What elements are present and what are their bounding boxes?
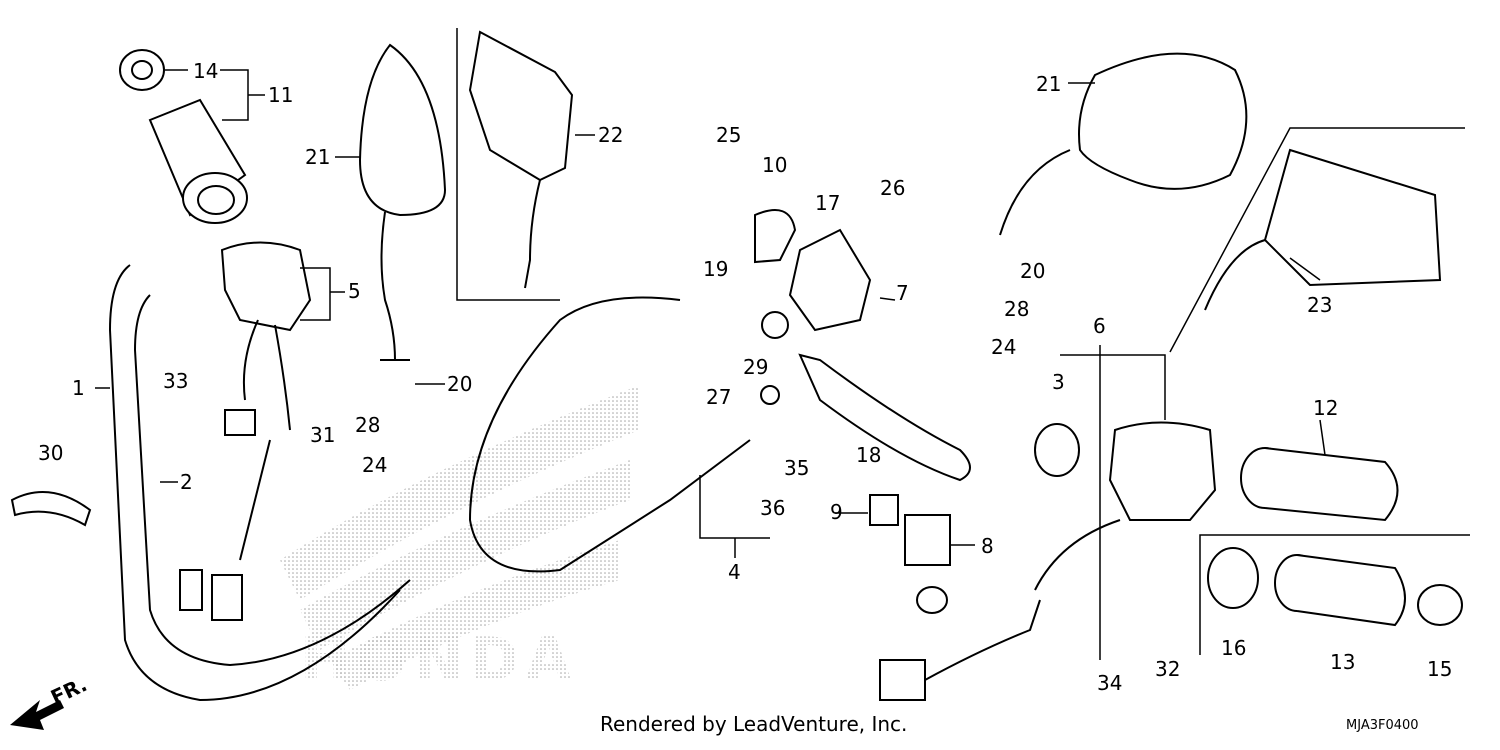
callout-23: 23 — [1307, 293, 1332, 317]
callout-18: 18 — [856, 443, 881, 467]
callout-5: 5 — [348, 279, 361, 303]
callout-20-right: 20 — [1020, 259, 1045, 283]
callout-33: 33 — [163, 369, 188, 393]
callout-34: 34 — [1097, 671, 1122, 695]
right-mirror-21 — [999, 52, 1248, 236]
callout-21-right: 21 — [1036, 72, 1061, 96]
callout-35: 35 — [784, 456, 809, 480]
clutch-cable-4 — [468, 296, 751, 573]
callout-12: 12 — [1313, 396, 1338, 420]
left-switch-5 — [179, 241, 312, 621]
front-label: FR. — [47, 672, 91, 709]
mirror-22 — [468, 30, 574, 289]
band-30 — [10, 491, 92, 527]
throttle-grip-11 — [119, 49, 248, 224]
callout-15: 15 — [1427, 657, 1452, 681]
callout-4: 4 — [728, 560, 741, 584]
mirror-23 — [1204, 148, 1442, 311]
callout-29: 29 — [743, 355, 768, 379]
callout-2: 2 — [180, 470, 193, 494]
callout-6: 6 — [1093, 314, 1106, 338]
clutch-lever-assembly — [754, 209, 971, 482]
callout-7: 7 — [896, 281, 909, 305]
callout-3: 3 — [1052, 370, 1065, 394]
callout-1: 1 — [72, 376, 85, 400]
callout-14: 14 — [193, 59, 218, 83]
callout-9: 9 — [830, 500, 843, 524]
grips-right — [1207, 447, 1463, 627]
callout-26: 26 — [880, 176, 905, 200]
callout-20-left: 20 — [447, 372, 472, 396]
callout-22: 22 — [598, 123, 623, 147]
throttle-cables-1-2 — [108, 264, 411, 702]
callout-24-right: 24 — [991, 335, 1016, 359]
callout-32: 32 — [1155, 657, 1180, 681]
render-credit: Rendered by LeadVenture, Inc. — [600, 712, 908, 736]
diagram-code: MJA3F0400 — [1346, 718, 1419, 733]
callout-24-left: 24 — [362, 453, 387, 477]
callout-19: 19 — [703, 257, 728, 281]
callout-27: 27 — [706, 385, 731, 409]
relays-8-9 — [869, 494, 951, 566]
callout-25: 25 — [716, 123, 741, 147]
callout-16: 16 — [1221, 636, 1246, 660]
front-direction-arrow: FR. — [10, 672, 91, 730]
callout-13: 13 — [1330, 650, 1355, 674]
callout-28-left: 28 — [355, 413, 380, 437]
left-mirror-21 — [358, 43, 447, 361]
callout-8: 8 — [981, 534, 994, 558]
callout-28-right: 28 — [1004, 297, 1029, 321]
callout-31: 31 — [310, 423, 335, 447]
callout-11: 11 — [268, 83, 293, 107]
callout-36: 36 — [760, 496, 785, 520]
callout-labels: 14 11 21 22 5 1 33 31 30 2 20 28 24 25 1… — [38, 59, 1452, 695]
inset-frames — [456, 28, 1470, 655]
callout-10: 10 — [762, 153, 787, 177]
leader-lines — [95, 69, 1326, 660]
callout-30: 30 — [38, 441, 63, 465]
right-switch-6 — [879, 421, 1217, 701]
callout-21-left: 21 — [305, 145, 330, 169]
honda-watermark-text: HONDA — [300, 625, 578, 695]
callout-17: 17 — [815, 191, 840, 215]
